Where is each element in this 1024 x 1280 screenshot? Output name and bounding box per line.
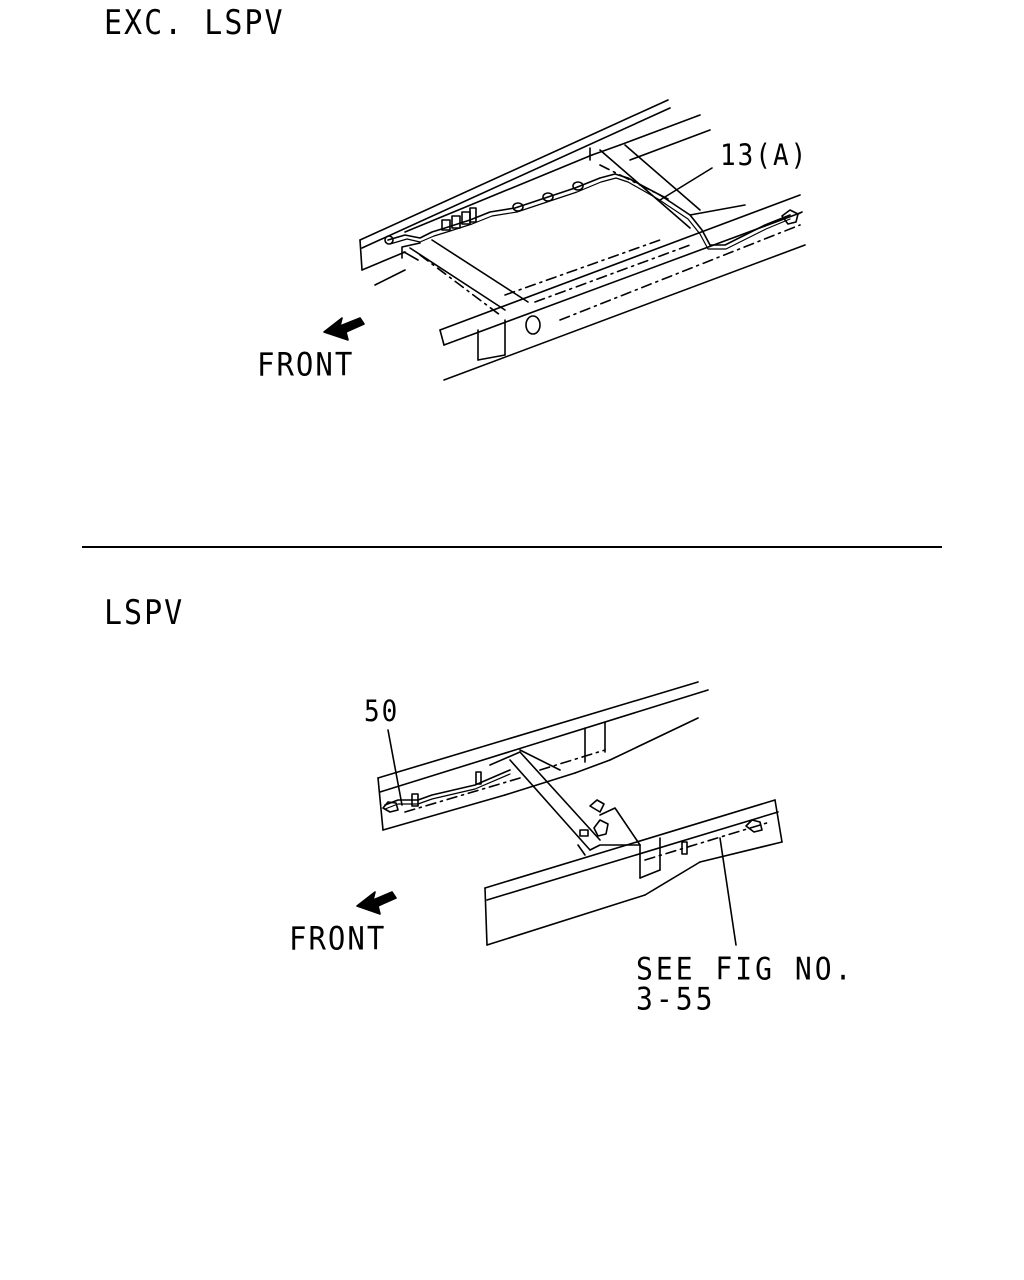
leader-line-50: [387, 729, 403, 806]
upper-frame-rail: [377, 681, 709, 831]
right-frame-rail: [439, 194, 806, 381]
cross-member: [401, 144, 701, 311]
frame-diagram-exc-lspv: [323, 99, 806, 381]
callout-13a: 13(A): [720, 139, 809, 173]
front-label-top: FRONT: [257, 346, 355, 384]
brake-pipe-lspv: [382, 769, 763, 855]
leader-line-see-fig: [719, 837, 737, 946]
brake-pipe-13a: [384, 173, 803, 250]
section-title-lspv: LSPV: [104, 594, 185, 634]
see-fig-reference-line1: SEE FIG NO.: [636, 950, 855, 988]
front-direction-arrow-icon: [356, 891, 397, 915]
hidden-lines: [419, 164, 801, 321]
left-frame-rail: [359, 99, 711, 286]
hidden-lines-lspv: [404, 749, 771, 861]
see-fig-reference-line2: 3-55: [636, 980, 716, 1018]
lower-frame-rail: [484, 799, 783, 946]
cross-member-bracket: [509, 751, 641, 856]
leader-line-13a: [659, 167, 713, 201]
section-divider: [82, 546, 942, 548]
front-direction-arrow-icon: [323, 317, 365, 341]
frame-diagram-lspv: [356, 681, 783, 946]
front-label-bottom: FRONT: [289, 920, 387, 958]
callout-50: 50: [364, 695, 400, 729]
section-title-exc-lspv: EXC. LSPV: [104, 4, 285, 44]
